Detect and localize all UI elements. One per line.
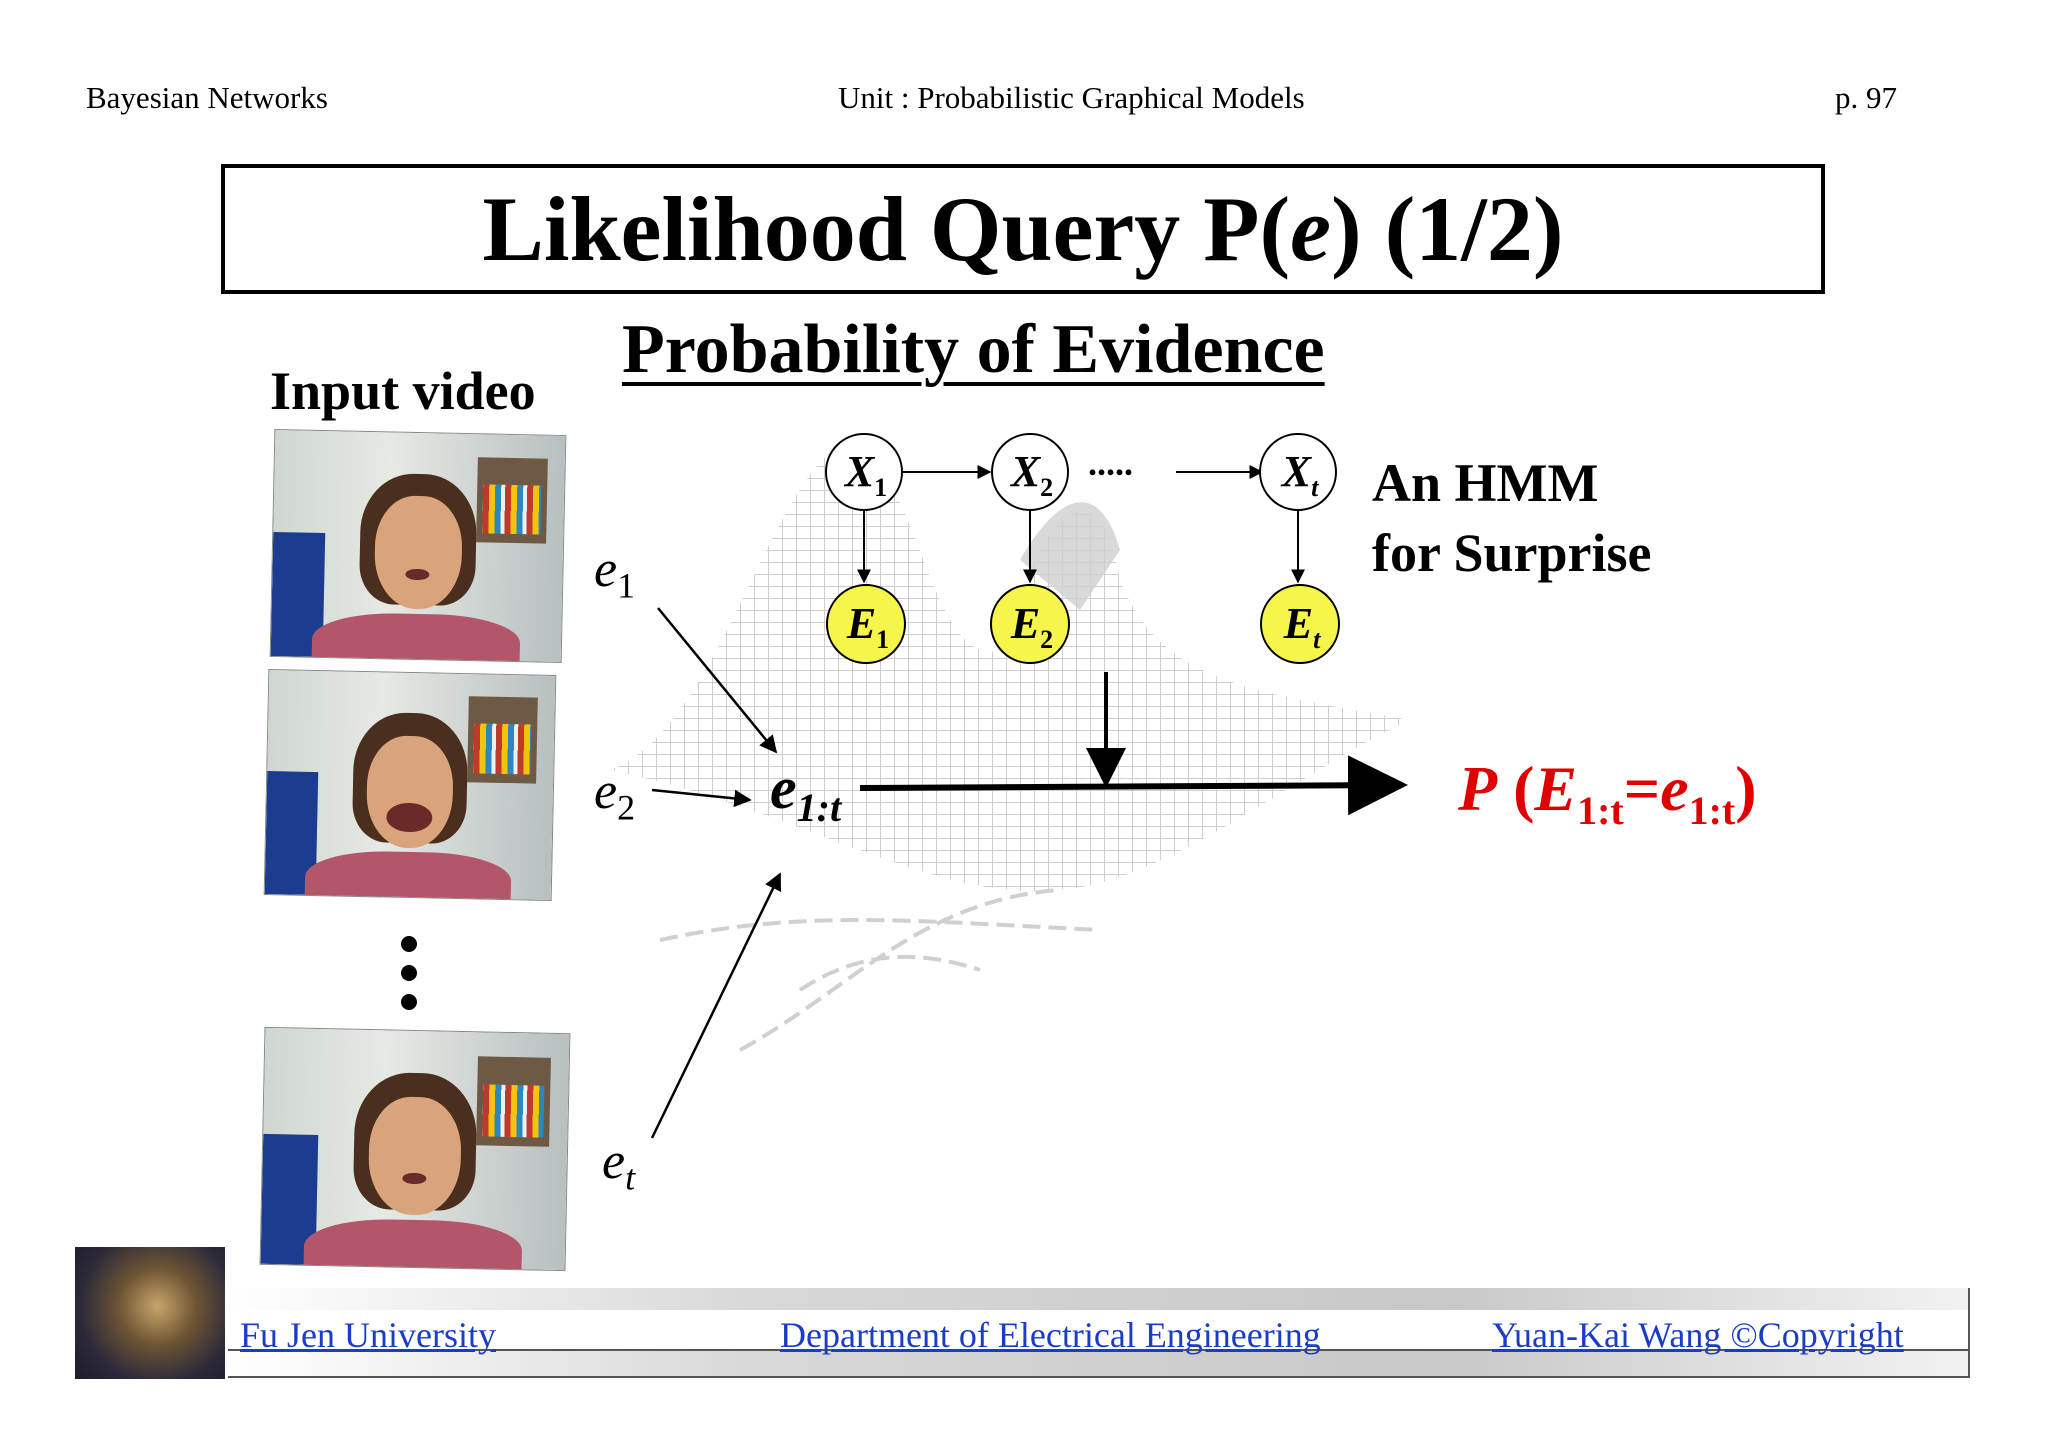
evidence-label-et: et: [602, 1133, 636, 1198]
arrow-e1: [657, 607, 778, 754]
evidence-node-et: [1260, 584, 1340, 664]
evidence-node-e2: [990, 584, 1070, 664]
node-label-x2: X2: [1010, 447, 1054, 502]
footer-university-link[interactable]: Fu Jen University: [240, 1315, 496, 1355]
header-page-number: p. 97: [1835, 80, 1897, 115]
node-label-et: Et: [1283, 599, 1321, 654]
result-arrow: [859, 755, 1408, 816]
footer-logo: [75, 1247, 225, 1379]
hmm-caption-line1: An HMM: [1372, 453, 1599, 513]
hmm-caption-line2: for Surprise: [1372, 523, 1652, 583]
node-label-xt: Xt: [1281, 447, 1319, 502]
footer-department-link[interactable]: Department of Electrical Engineering: [780, 1315, 1321, 1355]
header-unit: Unit : Probabilistic Graphical Models: [838, 80, 1305, 115]
likelihood-result: P (E1:t=e1:t): [1458, 753, 1757, 833]
title-tail: ) (1/2): [1330, 178, 1564, 280]
arrow-e2: [651, 788, 752, 808]
arrow-et: [650, 872, 782, 1139]
footer-band: [228, 1288, 1970, 1378]
node-label-e1: E1: [846, 599, 890, 654]
footer-copyright-link[interactable]: Yuan-Kai Wang ©Copyright: [1492, 1315, 1904, 1355]
combined-evidence-label: e1:t: [770, 755, 842, 830]
input-video-label: Input video: [270, 361, 536, 421]
hidden-node-x2: [991, 433, 1069, 511]
slide-title: Likelihood Query P(e) (1/2): [221, 164, 1825, 294]
node-label-e2: E2: [1010, 599, 1054, 654]
title-var: e: [1290, 178, 1331, 280]
hidden-node-x1: [825, 433, 903, 511]
ellipsis-dot: [401, 936, 417, 952]
ellipsis-dot: [401, 965, 417, 981]
title-main: Likelihood Query P(: [482, 178, 1291, 280]
evidence-label-e1: e1: [594, 541, 636, 606]
evidence-label-e2: e2: [594, 763, 636, 828]
background-mesh-graphic: [610, 440, 1410, 1052]
node-label-x1: X1: [844, 447, 888, 502]
slide-subtitle: Probability of Evidence: [622, 311, 1325, 388]
header-course: Bayesian Networks: [86, 80, 328, 115]
ellipsis-dot: [401, 994, 417, 1010]
hidden-node-xt: [1259, 433, 1337, 511]
evidence-node-e1: [826, 584, 906, 664]
hmm-ellipsis: .....: [1088, 443, 1133, 483]
